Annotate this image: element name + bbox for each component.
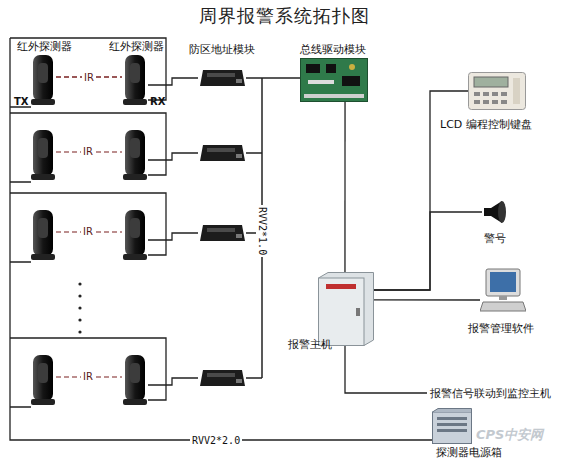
cable-spec: RVV2*1.0 (256, 205, 268, 257)
infrared-detector (123, 210, 147, 260)
zone-module (200, 370, 245, 386)
connector-line (344, 102, 345, 272)
beam-label: IR (81, 225, 95, 238)
beam-label: IR (81, 370, 95, 383)
connector-line (246, 77, 300, 78)
infrared-detector-rx: 红外探测器RX (122, 55, 148, 105)
end-marker: RX (150, 95, 165, 108)
detector-power-box: 探测器电源箱 (432, 408, 472, 444)
node-label: LCD 编程控制键盘 (440, 118, 532, 131)
end-marker: TX (14, 95, 29, 108)
connector-line (148, 78, 198, 85)
node-label: 红外探测器 (17, 40, 72, 53)
connector (246, 77, 300, 78)
connector-line (374, 212, 482, 290)
bus-driver-module: 总线驱动模块 (300, 58, 368, 102)
zone-module (198, 68, 246, 88)
detector-feed (10, 107, 31, 407)
siren (482, 200, 508, 224)
dot (78, 306, 81, 309)
management-software: 报警管理软件 (480, 268, 526, 312)
linkage-note: 报警信号联动到监控主机 (430, 387, 551, 400)
connector (344, 102, 345, 272)
lcd-keypad (468, 72, 526, 110)
zone-address-module: 防区地址模块 (198, 68, 246, 88)
beam-label: IR (81, 145, 95, 158)
connector (374, 299, 480, 300)
linkage-wire (345, 346, 427, 393)
node-label: 红外探测器 (109, 40, 164, 53)
connector (374, 212, 482, 290)
node-label: 警号 (484, 232, 506, 245)
zone-module (200, 145, 245, 161)
watermark: CPS中安网 (476, 428, 543, 441)
power-wire (10, 38, 432, 440)
module-bus-tap (246, 153, 262, 378)
dot (78, 282, 81, 285)
ir-beams (56, 152, 122, 377)
node-label: 探测器电源箱 (436, 446, 502, 459)
node-label: 报警管理软件 (468, 322, 534, 335)
infrared-detector (122, 55, 148, 105)
infrared-detector (123, 355, 147, 405)
infrared-detector (31, 210, 55, 260)
dot (78, 294, 81, 297)
infrared-detector (123, 130, 147, 180)
lcd-keypad: LCD 编程控制键盘 (468, 72, 526, 110)
beam-label: IR (82, 71, 96, 84)
power-box (432, 408, 472, 444)
node-label: 总线驱动模块 (300, 43, 366, 56)
siren: 警号 (482, 200, 508, 224)
node-label: 防区地址模块 (189, 43, 255, 56)
infrared-detector (30, 55, 56, 105)
diagram-title: 周界报警系统拓扑图 (0, 5, 569, 27)
connector-line (374, 299, 480, 300)
detector-pairs (31, 130, 245, 405)
infrared-detector-tx: 红外探测器TX (30, 55, 56, 105)
detector-signal-wire (148, 153, 198, 385)
infrared-detector (31, 130, 55, 180)
bus-driver-board (300, 58, 368, 102)
dot (78, 330, 81, 333)
dot (78, 318, 81, 321)
infrared-detector (31, 355, 55, 405)
connector (148, 78, 198, 85)
node-label: 报警主机 (288, 338, 332, 351)
alarm-cabinet (318, 272, 374, 346)
zone-module (200, 225, 245, 241)
computer (480, 268, 526, 312)
alarm-host: 报警主机 (318, 272, 374, 346)
wires (10, 38, 432, 440)
ellipsis-dots (78, 282, 81, 333)
cable-spec: RVV2*2.0 (190, 434, 242, 447)
